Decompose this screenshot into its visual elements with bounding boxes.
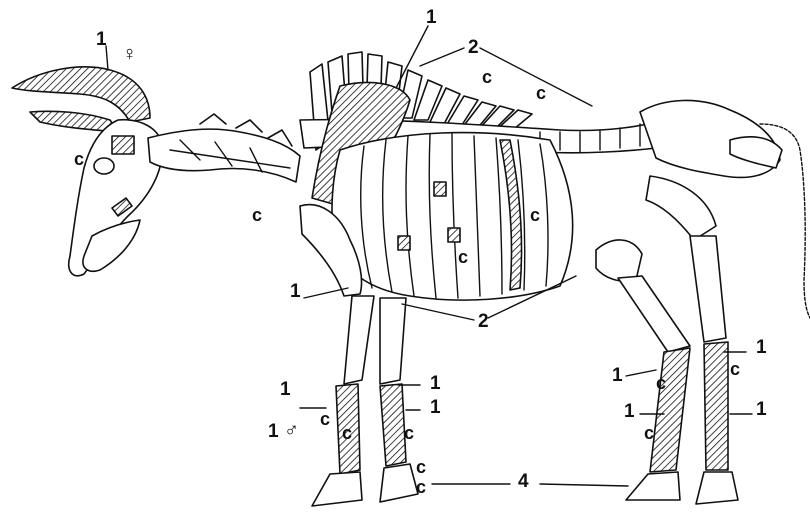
label-1-hind-right-upper: 1 (756, 338, 767, 357)
female-symbol: ♀ (122, 44, 137, 64)
front-hoof-right (380, 464, 418, 502)
label-1-scapula: 1 (426, 8, 437, 27)
label-c-shoulder: c (252, 206, 262, 224)
label-1-front-right-lower: 1 (430, 398, 441, 417)
label-1-horn: 1 (96, 30, 107, 49)
label-c-front-left-1: c (320, 410, 330, 428)
label-c-hind-right: c (730, 360, 740, 378)
label-c-skull: c (74, 150, 84, 168)
label-1-front-right-upper: 1 (430, 374, 441, 393)
front-hoof-left (312, 472, 362, 506)
rib-patch-3 (448, 228, 460, 242)
label-1-front-left-upper: 1 (280, 380, 291, 399)
label-c-spine-1: c (482, 68, 492, 86)
hind-hoof-right (696, 472, 738, 504)
hind-tarsus-left (650, 348, 690, 472)
label-c-ribcage: c (458, 248, 468, 266)
label-1-male: 1 (268, 422, 279, 441)
label-1-hind-left-lower: 1 (624, 402, 635, 421)
hind-hoof-left (626, 472, 680, 500)
front-leg-left (344, 296, 374, 384)
label-2-sternum: 2 (478, 312, 489, 331)
label-c-hind-left-1: c (656, 374, 666, 392)
horn-base (112, 136, 134, 154)
label-c-front-left-2: c (342, 424, 352, 442)
hind-tarsus-right (704, 342, 728, 470)
label-c-front-right: c (404, 424, 414, 442)
label-c-rib: c (530, 206, 540, 224)
label-4-hooves: 4 (518, 472, 529, 491)
label-c-hind-left-2: c (644, 424, 654, 442)
label-c-spine-2: c (536, 84, 546, 102)
hind-leg-right (690, 236, 726, 342)
male-symbol: ♂ (284, 420, 299, 440)
front-carpus-right (380, 384, 406, 466)
rib-patch-1 (434, 182, 446, 196)
femur (646, 176, 716, 240)
hind-thigh (596, 240, 642, 281)
label-1-hind-left-upper: 1 (612, 366, 623, 385)
label-2-spine: 2 (468, 38, 479, 57)
label-c-hoof-2: c (416, 478, 426, 496)
label-c-hoof-1: c (416, 458, 426, 476)
hind-leg-left (618, 276, 690, 352)
front-leg-right (380, 298, 406, 384)
label-1-elbow: 1 (290, 282, 301, 301)
eye-socket (94, 158, 114, 174)
rib-patch-2 (398, 236, 410, 250)
label-1-hind-right-lower: 1 (756, 400, 767, 419)
